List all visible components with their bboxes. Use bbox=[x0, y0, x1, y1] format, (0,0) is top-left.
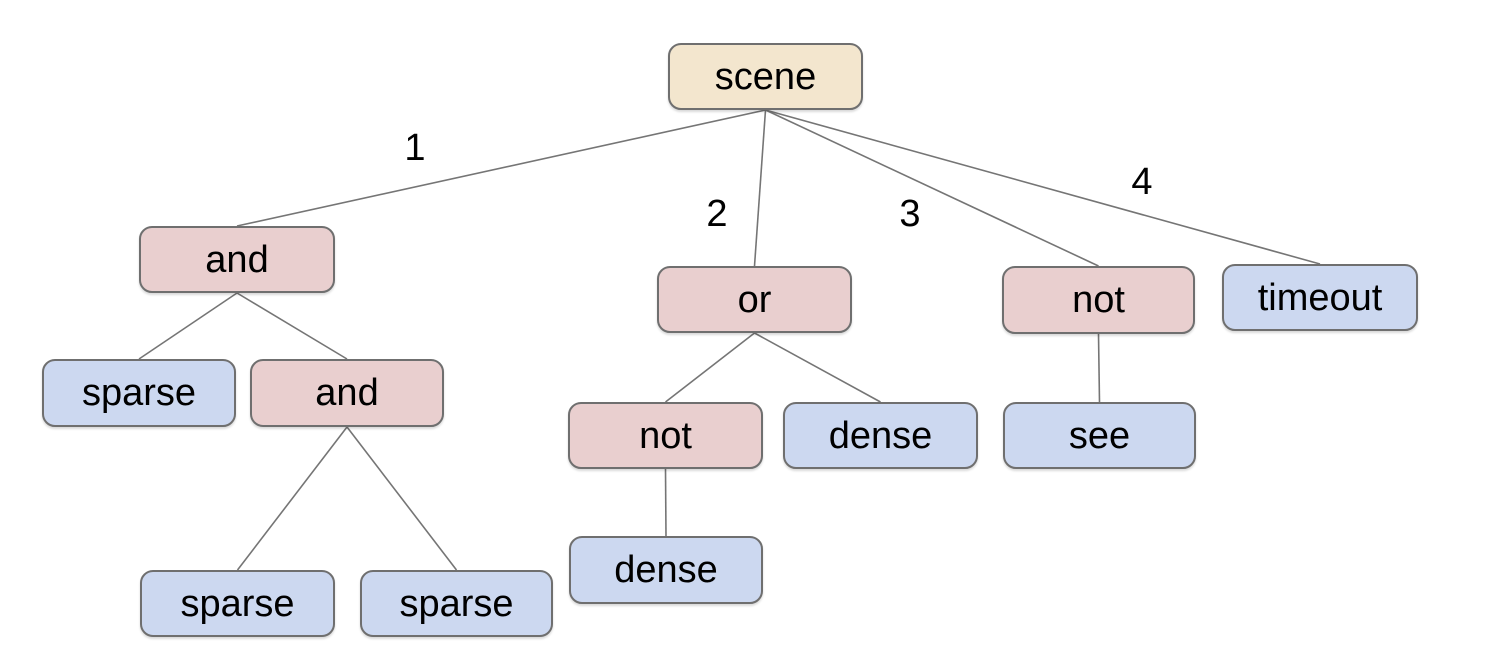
tree-node-timeout1: timeout bbox=[1222, 264, 1418, 331]
edge-label-1: 1 bbox=[404, 127, 426, 169]
tree-node-and2: and bbox=[250, 359, 444, 427]
tree-node-sparse1: sparse bbox=[42, 359, 236, 427]
tree-node-dense2: dense bbox=[569, 536, 763, 604]
edge-label-3: 3 bbox=[899, 193, 921, 235]
tree-node-sparse3: sparse bbox=[360, 570, 553, 637]
edge-and2-to-sparse3 bbox=[346, 426, 458, 571]
edge-scene-to-timeout1 bbox=[765, 109, 1321, 265]
edge-scene-to-not1 bbox=[765, 109, 1099, 267]
tree-node-or1: or bbox=[657, 266, 852, 333]
edge-or1-to-not2 bbox=[665, 332, 755, 403]
tree-node-scene: scene bbox=[668, 43, 863, 110]
tree-node-see1: see bbox=[1003, 402, 1196, 469]
edge-not2-to-dense2 bbox=[664, 468, 667, 537]
edge-label-4: 4 bbox=[1131, 161, 1153, 203]
tree-node-not1: not bbox=[1002, 266, 1195, 334]
edge-not1-to-see1 bbox=[1097, 333, 1101, 403]
tree-node-sparse2: sparse bbox=[140, 570, 335, 637]
tree-node-dense1: dense bbox=[783, 402, 978, 469]
edge-label-2: 2 bbox=[706, 193, 728, 235]
edge-and2-to-sparse2 bbox=[236, 426, 348, 571]
edge-and1-to-sparse1 bbox=[138, 292, 238, 360]
edge-or1-to-dense1 bbox=[754, 332, 881, 403]
tree-node-and1: and bbox=[139, 226, 335, 293]
edge-scene-to-or1 bbox=[753, 109, 767, 267]
edge-and1-to-and2 bbox=[236, 292, 348, 360]
edge-scene-to-and1 bbox=[236, 109, 766, 227]
tree-node-not2: not bbox=[568, 402, 763, 469]
